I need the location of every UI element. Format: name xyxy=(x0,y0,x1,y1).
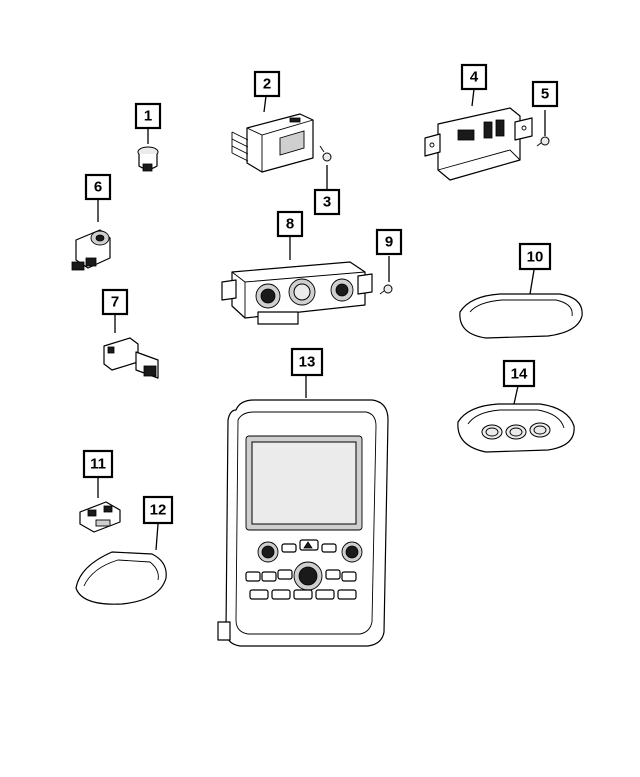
callout-1-label: 1 xyxy=(144,108,152,125)
part-5-screw xyxy=(536,110,550,147)
part-3-screw xyxy=(319,145,332,190)
part-6-switch xyxy=(71,199,111,271)
callout-5: 5 xyxy=(531,80,559,108)
part-9-screw xyxy=(379,256,393,295)
callout-11: 11 xyxy=(82,449,114,479)
callout-4-label: 4 xyxy=(470,69,479,86)
callout-6: 6 xyxy=(84,173,112,201)
callout-1: 1 xyxy=(134,102,162,130)
callout-7-label: 7 xyxy=(111,294,119,311)
part-8-control-panel xyxy=(221,236,373,325)
callout-13: 13 xyxy=(290,347,324,377)
callout-6-label: 6 xyxy=(94,179,102,196)
callout-12-label: 12 xyxy=(150,502,167,519)
part-13-display-bezel xyxy=(217,376,389,647)
callout-9: 9 xyxy=(375,228,403,256)
part-10-lens xyxy=(459,269,583,339)
callout-3-label: 3 xyxy=(323,194,331,211)
callout-14-label: 14 xyxy=(511,366,528,383)
part-12-cover xyxy=(75,523,167,605)
callout-11-label: 11 xyxy=(90,456,106,473)
callout-13-label: 13 xyxy=(299,354,316,371)
callout-8-label: 8 xyxy=(286,216,294,233)
callout-2: 2 xyxy=(253,70,281,98)
callout-10: 10 xyxy=(518,242,552,271)
callout-14: 14 xyxy=(502,359,536,388)
callout-2-label: 2 xyxy=(263,76,271,93)
part-14-switch-bezel xyxy=(457,385,575,453)
part-7-connector xyxy=(103,315,159,379)
callout-7: 7 xyxy=(101,288,129,316)
part-11-connector xyxy=(79,478,121,533)
part-4-bracket-module xyxy=(424,88,533,181)
callout-9-label: 9 xyxy=(385,234,393,251)
part-2-module xyxy=(231,95,314,173)
callout-4: 4 xyxy=(460,63,488,91)
part-1-socket xyxy=(137,127,159,172)
callout-12: 12 xyxy=(142,495,174,525)
callout-8: 8 xyxy=(276,210,304,238)
callout-3: 3 xyxy=(313,188,341,216)
callout-5-label: 5 xyxy=(541,86,549,103)
callout-10-label: 10 xyxy=(527,249,544,266)
